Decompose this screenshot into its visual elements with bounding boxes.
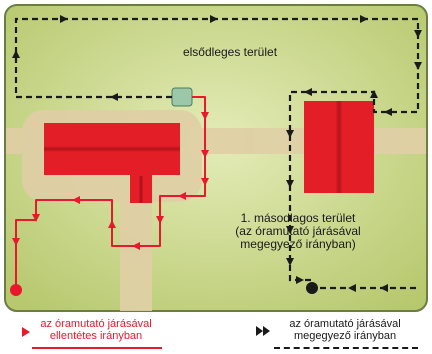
secondary-area-label: 1. másodlagos terület (az óramutató járá… (235, 211, 361, 251)
primary-route-arrows (12, 15, 422, 292)
counterclockwise-arrow-icon (22, 327, 30, 337)
legend-clockwise: az óramutató járásával megegyező irányba… (289, 318, 401, 342)
legend-counterclockwise: az óramutató járásával ellentétes irányb… (40, 318, 152, 342)
main-house (44, 123, 180, 203)
legend-clockwise-line (274, 347, 418, 349)
clockwise-arrow-icon (256, 326, 270, 336)
lawn-area (4, 4, 428, 312)
secondary-building (304, 101, 374, 193)
counterclockwise-route-arrows (12, 112, 209, 250)
legend-counterclockwise-line (32, 347, 162, 349)
primary-area-label: elsődleges terület (182, 45, 278, 59)
counterclockwise-route-end (10, 284, 22, 296)
clockwise-route-end (306, 282, 318, 294)
secondary-route-counterclockwise (15, 96, 206, 290)
charging-dock (171, 87, 193, 107)
